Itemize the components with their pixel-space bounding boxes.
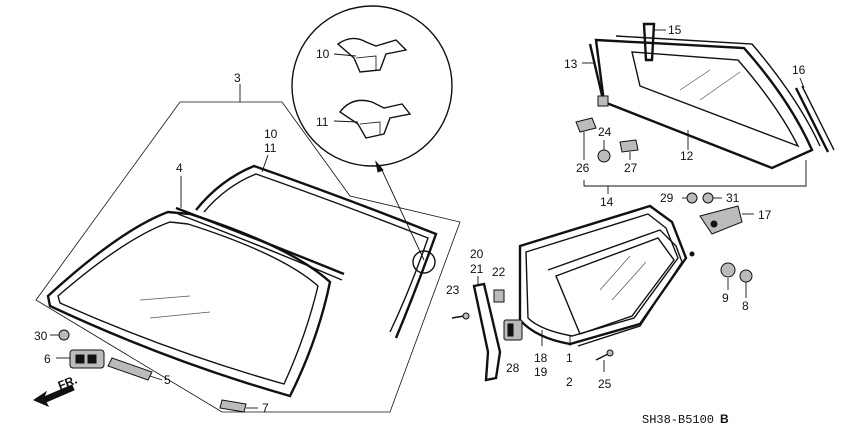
strip-16	[794, 85, 835, 153]
bracket-6	[56, 349, 105, 369]
windshield-leaders	[180, 154, 269, 208]
callout-11-detail: 11	[316, 115, 329, 129]
callout-23: 23	[446, 283, 460, 297]
clip-30	[50, 329, 70, 341]
clip-22	[493, 289, 505, 303]
upper-molding	[175, 206, 345, 281]
nut-31	[702, 192, 722, 204]
callout-26: 26	[576, 161, 590, 175]
callout-9: 9	[722, 291, 729, 305]
front-arrow-icon	[32, 384, 75, 407]
hinge-17	[699, 205, 754, 235]
side-window-leaders	[541, 330, 571, 346]
drawing-code-suffix: B	[720, 412, 729, 426]
windshield-group-outline	[35, 84, 461, 413]
callout-18: 18	[534, 351, 548, 365]
callout-2: 2	[566, 375, 573, 389]
seal-13	[588, 43, 609, 107]
callout-28: 28	[506, 361, 520, 375]
drawing-code: SH38-B5100	[642, 413, 714, 427]
callout-4: 4	[176, 161, 183, 175]
callout-10-detail: 10	[316, 47, 330, 61]
callout-3: 3	[234, 71, 241, 85]
grommet-24	[597, 140, 611, 163]
callout-15: 15	[668, 23, 682, 37]
switch-28	[503, 319, 523, 341]
callout-14: 14	[600, 195, 614, 209]
callout-10: 10	[264, 127, 278, 141]
callout-29: 29	[660, 191, 674, 205]
callout-30: 30	[34, 329, 48, 343]
callout-25: 25	[598, 377, 612, 391]
callout-24: 24	[598, 125, 612, 139]
windshield-glass	[46, 210, 332, 398]
callout-22: 22	[492, 265, 506, 279]
cap-9	[720, 262, 736, 290]
clip-27	[619, 139, 639, 160]
callout-8: 8	[742, 299, 749, 313]
callout-5: 5	[164, 373, 171, 387]
spacer-7	[219, 399, 258, 413]
callout-19: 19	[534, 365, 548, 379]
screw-23	[451, 312, 470, 320]
side-window	[518, 204, 695, 347]
bolt-29	[682, 192, 698, 204]
front-label: FR.	[56, 373, 79, 393]
callout-7: 7	[262, 401, 269, 415]
callout-27: 27	[624, 161, 638, 175]
callout-16: 16	[792, 63, 806, 77]
pillar-20-21	[472, 276, 502, 382]
spacer-5	[107, 357, 163, 381]
callout-20: 20	[470, 247, 484, 261]
callout-11: 11	[264, 141, 277, 155]
callout-12: 12	[680, 149, 694, 163]
callout-13: 13	[564, 57, 578, 71]
quarter-glass-upper	[594, 35, 821, 170]
callout-labels: 3 10 11 10 11 4 30 6 5 7 FR. 15 13 16 12…	[34, 23, 806, 427]
callout-21: 21	[470, 262, 484, 276]
callout-31: 31	[726, 191, 740, 205]
windshield-molding	[195, 164, 438, 339]
strip-15	[642, 22, 666, 62]
quarter-leaders	[582, 62, 805, 150]
bracket-14-lead	[583, 160, 807, 194]
screw-25	[595, 349, 614, 372]
callout-6: 6	[44, 352, 51, 366]
cap-8	[739, 269, 753, 298]
callout-17: 17	[758, 208, 772, 222]
detail-circle	[291, 5, 453, 274]
clip-26	[575, 117, 597, 160]
callout-1: 1	[566, 351, 573, 365]
